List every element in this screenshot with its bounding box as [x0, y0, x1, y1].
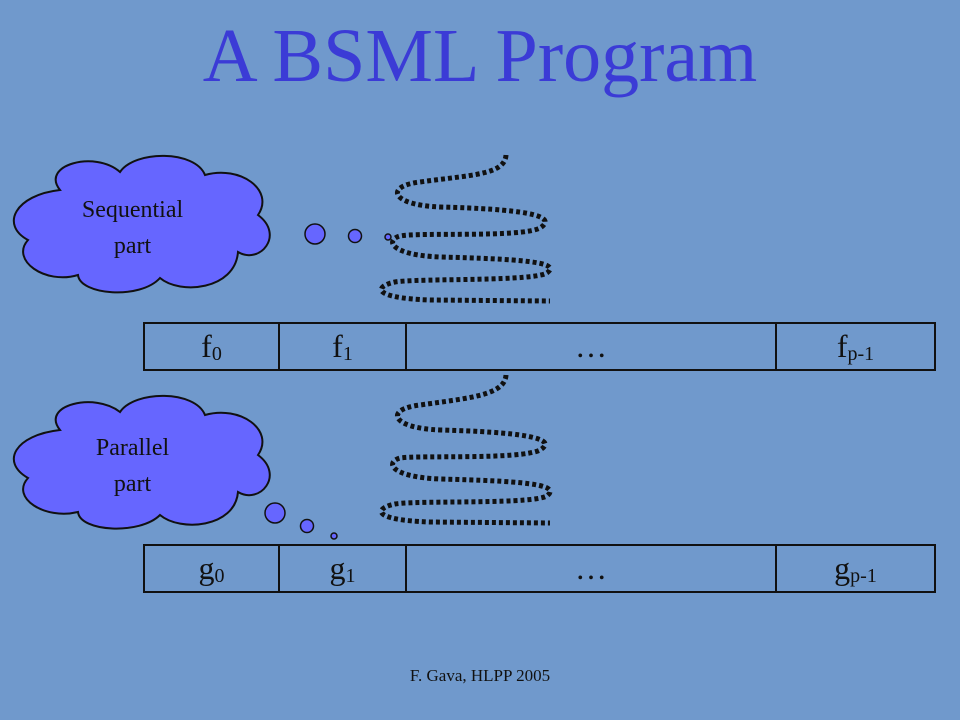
- f-ellipsis-cell: …: [407, 324, 777, 369]
- sequential-thought-cloud: [12, 154, 271, 294]
- sequential-cloud-label: Sequential part: [55, 192, 210, 264]
- parallel-dotted-thread: [378, 374, 553, 526]
- sequential-label-line1: Sequential: [81, 197, 184, 223]
- slide-title: A BSML Program: [202, 14, 758, 98]
- parallel-label-line2: part: [113, 471, 152, 497]
- parallel-cloud-label: Parallel part: [55, 430, 210, 502]
- sequential-label-line2: part: [113, 233, 152, 259]
- slide-footer: F. Gava, HLPP 2005: [409, 666, 551, 685]
- sequential-dotted-thread: [378, 154, 553, 304]
- sequential-thought-bubbles: [304, 223, 392, 245]
- g-ellipsis-cell: …: [407, 546, 777, 591]
- parallel-thought-cloud: [12, 394, 271, 530]
- parallel-label-line1: Parallel: [95, 435, 170, 461]
- parallel-thought-bubbles: [264, 502, 338, 540]
